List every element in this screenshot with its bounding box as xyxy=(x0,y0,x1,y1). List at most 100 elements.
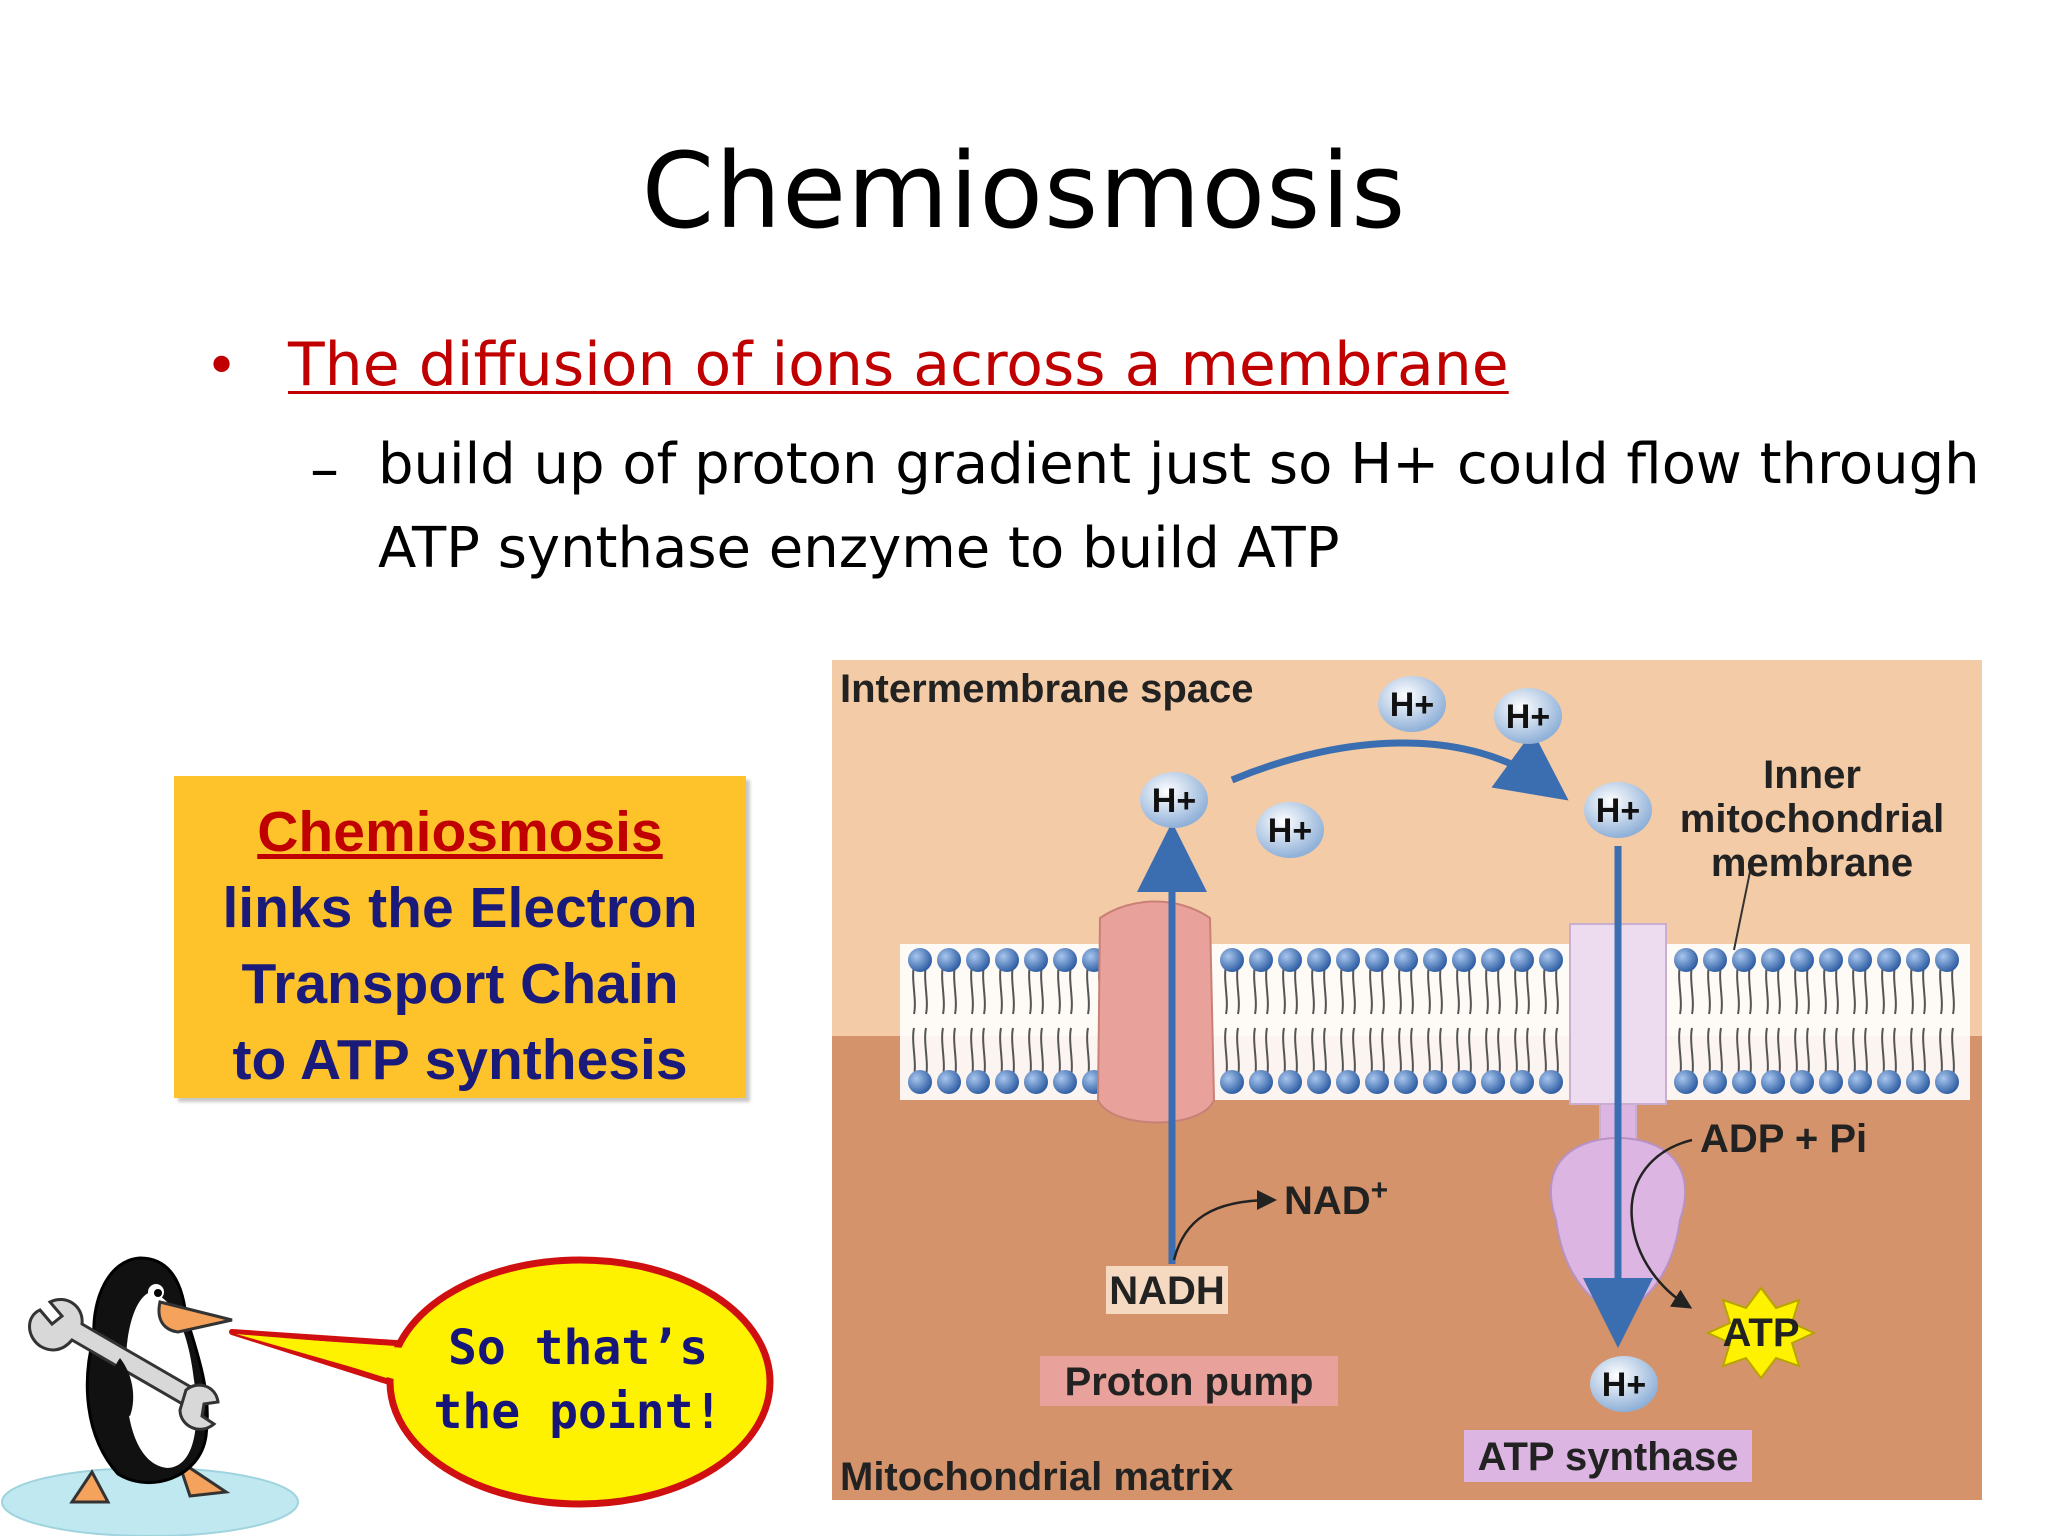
membrane-label-line: membrane xyxy=(1711,841,1913,885)
penguin-cartoon: So that’s the point! xyxy=(1,1256,774,1536)
lipid-head xyxy=(966,1070,990,1094)
callout-line: to ATP synthesis xyxy=(232,1028,688,1092)
gradient-arrow xyxy=(1230,730,1569,801)
penguin-foot xyxy=(175,1456,231,1498)
lipid-head xyxy=(1790,948,1814,972)
sub-bullet-dash: – xyxy=(310,435,339,503)
lipid-head xyxy=(937,1070,961,1094)
intermembrane-space-label: Intermembrane space xyxy=(840,667,1254,711)
lipid-head xyxy=(1481,948,1505,972)
lipid-head xyxy=(966,948,990,972)
proton-icon: H+ xyxy=(1140,772,1208,828)
matrix-region xyxy=(832,1036,1982,1500)
callout-line: links the Electron xyxy=(222,876,698,940)
lipid-head xyxy=(1935,948,1959,972)
lipid-head xyxy=(1877,1070,1901,1094)
lipid-head xyxy=(1935,1070,1959,1094)
lipid-head xyxy=(1249,1070,1273,1094)
lipid-head xyxy=(1877,948,1901,972)
lipid-head xyxy=(1848,948,1872,972)
lipid-head xyxy=(1307,948,1331,972)
proton-pump-protein xyxy=(1096,900,1216,1124)
adp-arrow xyxy=(1630,1138,1693,1309)
svg-text:H+: H+ xyxy=(1602,1366,1646,1404)
slide-title: Chemiosmosis xyxy=(641,130,1407,252)
lipid-heads-outer xyxy=(908,948,1959,972)
penguin-wing xyxy=(110,1358,134,1416)
lipid-head xyxy=(1732,1070,1756,1094)
membrane-pointer xyxy=(1733,861,1753,951)
membrane-label-line: mitochondrial xyxy=(1680,797,1944,841)
lipid-head xyxy=(1220,948,1244,972)
speech-bubble xyxy=(386,1256,774,1508)
proton-icon: H+ xyxy=(1494,688,1562,744)
lipid-head xyxy=(1024,1070,1048,1094)
lipid-head xyxy=(1053,1070,1077,1094)
sub-bullet-text: build up of proton gradient just so H+ c… xyxy=(378,432,1980,581)
lipid-head xyxy=(1703,1070,1727,1094)
proton-icon: H+ xyxy=(1590,1356,1658,1412)
svg-text:H+: H+ xyxy=(1506,698,1550,736)
nadh-arrow xyxy=(1172,1190,1277,1261)
bullet-item: • The diffusion of ions across a membran… xyxy=(205,330,1509,400)
atp-label: ATP xyxy=(1722,1311,1799,1355)
speech-line: So that’s xyxy=(448,1320,708,1376)
sub-bullet-item: – build up of proton gradient just so H+… xyxy=(310,432,2010,591)
lipid-head xyxy=(1365,948,1389,972)
proton-icon: H+ xyxy=(1256,802,1324,858)
lipid-head xyxy=(1906,948,1930,972)
lipid-head xyxy=(1278,948,1302,972)
lipid-head xyxy=(1423,948,1447,972)
lipid-head xyxy=(1761,1070,1785,1094)
lipid-head xyxy=(1510,948,1534,972)
lipid-head xyxy=(995,1070,1019,1094)
speech-line: the point! xyxy=(434,1384,723,1440)
lipid-head xyxy=(1053,948,1077,972)
proton-pump-label-bg xyxy=(1040,1356,1338,1406)
lipid-head xyxy=(1703,948,1727,972)
penguin-foot xyxy=(69,1469,111,1504)
mitochondrial-matrix-label: Mitochondrial matrix xyxy=(840,1455,1233,1499)
lipid-head xyxy=(1732,948,1756,972)
bullet-dot: • xyxy=(205,334,239,399)
lipid-head xyxy=(1365,1070,1389,1094)
lipid-head xyxy=(1336,948,1360,972)
chemiosmosis-diagram: H+ H+ H+ H+ H+ H+ ATP Intermembrane spac… xyxy=(832,660,1982,1500)
lipid-head xyxy=(1452,1070,1476,1094)
lipid-head xyxy=(1220,1070,1244,1094)
atp-synthase-label-bg xyxy=(1464,1430,1752,1482)
lipid-head xyxy=(1819,948,1843,972)
wrench-icon xyxy=(28,1298,220,1431)
lipid-head xyxy=(1423,1070,1447,1094)
svg-text:H+: H+ xyxy=(1268,812,1312,850)
nad-superscript: + xyxy=(1371,1174,1389,1207)
atp-synthase-label: ATP synthase xyxy=(1478,1435,1739,1479)
callout-line: Transport Chain xyxy=(241,952,679,1016)
lipid-head xyxy=(1278,1070,1302,1094)
lipid-head xyxy=(1394,1070,1418,1094)
lipid-head xyxy=(1674,948,1698,972)
penguin-beak xyxy=(157,1300,233,1334)
lipid-head xyxy=(1848,1070,1872,1094)
lipid-head xyxy=(1394,948,1418,972)
lipid-head xyxy=(1761,948,1785,972)
adp-pi-label: ADP + Pi xyxy=(1700,1117,1867,1161)
lipid-head xyxy=(1307,1070,1331,1094)
lipid-head xyxy=(995,948,1019,972)
lipid-heads-inner xyxy=(908,1070,1959,1094)
atp-star-icon xyxy=(1705,1286,1817,1380)
lipid-head xyxy=(908,1070,932,1094)
svg-text:H+: H+ xyxy=(1152,782,1196,820)
lipid-head xyxy=(1336,1070,1360,1094)
lipid-head xyxy=(1819,1070,1843,1094)
proton-pump-label: Proton pump xyxy=(1065,1360,1314,1404)
membrane-label-line: Inner xyxy=(1763,753,1861,797)
lipid-head xyxy=(908,948,932,972)
lipid-head xyxy=(1790,1070,1814,1094)
nadh-label: NADH xyxy=(1109,1269,1225,1313)
svg-text:H+: H+ xyxy=(1390,686,1434,724)
lipid-head xyxy=(937,948,961,972)
callout-box: Chemiosmosis links the Electron Transpor… xyxy=(174,776,746,1098)
lipid-head xyxy=(1906,1070,1930,1094)
bullet-text: The diffusion of ions across a membrane xyxy=(288,330,1509,400)
